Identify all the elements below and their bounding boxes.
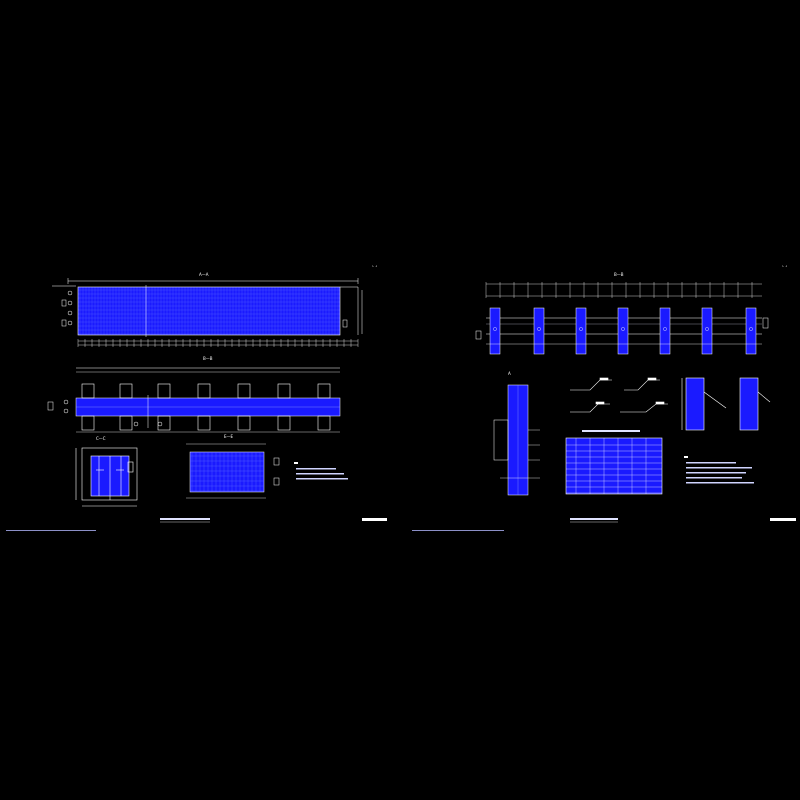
right-detail-a-mark: A (508, 371, 511, 376)
left-detail-c-title: C—C (96, 436, 106, 441)
pier-block (119, 415, 133, 431)
left-corner-mark: └ ┘ (372, 265, 377, 269)
left-title-block (6, 518, 387, 531)
left-section-mark: A—A (199, 272, 209, 277)
right-top-dimension (485, 282, 762, 298)
pier-block (237, 415, 251, 431)
pier (659, 307, 671, 355)
pier (489, 307, 501, 355)
left-detail-e (186, 443, 280, 499)
left-right-end-marks (342, 290, 363, 334)
right-sheet: └ ┘ B—B A (412, 265, 796, 531)
left-detail-c (75, 447, 138, 507)
left-rebar-callouts (52, 285, 76, 327)
right-rebar-shapes (570, 377, 668, 413)
pier-marker (537, 327, 541, 331)
pier-block (197, 415, 211, 431)
pier (617, 307, 629, 355)
left-plan-view (75, 367, 341, 433)
right-view-title: B—B (614, 272, 624, 277)
pier-marker (579, 327, 583, 331)
pier-block (157, 383, 171, 399)
pier-block (277, 383, 291, 399)
left-elevation-beam (77, 285, 359, 337)
left-notes (294, 462, 348, 480)
right-title-block (412, 518, 796, 531)
pier-block (197, 383, 211, 399)
left-detail-e-title: E—E (224, 434, 234, 439)
pier-marker (663, 327, 667, 331)
right-elevation-beam (486, 307, 762, 355)
pier-block (277, 415, 291, 431)
pier (745, 307, 757, 355)
left-bottom-dimension (77, 339, 359, 347)
right-corner-mark: └ ┘ (782, 265, 787, 269)
right-rebar-schedule-table (565, 430, 663, 495)
left-sheet: └ ┘ A—A (6, 265, 387, 531)
pier-block (81, 415, 95, 431)
pier-block (317, 383, 331, 399)
pier-marker (749, 327, 753, 331)
right-stirrup-details (681, 377, 771, 431)
pier (533, 307, 545, 355)
right-notes (684, 456, 754, 484)
pier-block (317, 415, 331, 431)
pier-block (237, 383, 251, 399)
right-side-marks (475, 317, 769, 340)
left-view-title: B—B (203, 356, 213, 361)
pier-block (119, 383, 133, 399)
pier-block (157, 415, 171, 431)
pier-marker (621, 327, 625, 331)
left-plan-side-marks (47, 399, 163, 427)
left-top-dimension (67, 278, 359, 284)
pier-block (81, 383, 95, 399)
pier (575, 307, 587, 355)
pier (701, 307, 713, 355)
pier-marker (705, 327, 709, 331)
pier-marker (493, 327, 497, 331)
right-detail-a-section (493, 384, 540, 496)
